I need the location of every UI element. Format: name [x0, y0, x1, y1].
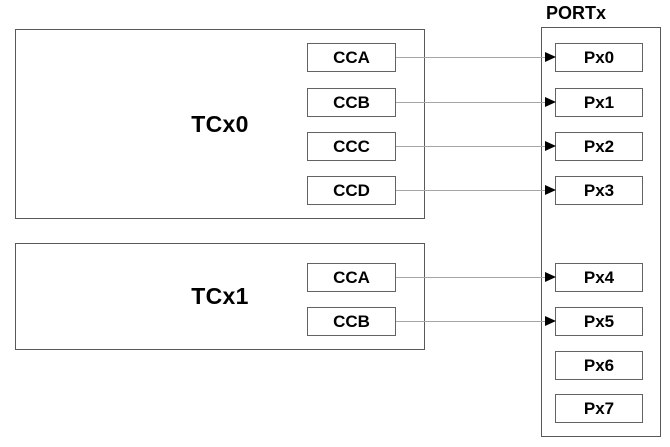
arrowhead-px1-icon	[545, 97, 556, 107]
channel-tcx0-cca: CCA	[307, 43, 396, 72]
channel-tcx1-cca: CCA	[307, 263, 396, 292]
wire-tcx0-ccb-to-px1	[396, 101, 546, 104]
wire-tcx1-cca-to-px4	[396, 276, 546, 279]
arrowhead-px0-icon	[545, 52, 556, 62]
arrowhead-px2-icon	[545, 141, 556, 151]
pin-px1: Px1	[555, 88, 643, 117]
pin-px7: Px7	[555, 394, 643, 423]
arrowhead-px3-icon	[545, 185, 556, 195]
pin-px2: Px2	[555, 132, 643, 161]
channel-tcx0-ccd: CCD	[307, 176, 396, 205]
arrowhead-px4-icon	[545, 272, 556, 282]
arrowhead-px5-icon	[545, 316, 556, 326]
port-title: PORTx	[546, 3, 607, 23]
wire-tcx0-ccc-to-px2	[396, 145, 546, 148]
channel-tcx1-ccb: CCB	[307, 307, 396, 336]
pin-px5: Px5	[555, 307, 643, 336]
block-tcx0-label: TCx0	[191, 110, 249, 137]
wire-tcx1-ccb-to-px5	[396, 320, 546, 323]
channel-tcx0-ccc: CCC	[307, 132, 396, 161]
pin-px4: Px4	[555, 263, 643, 292]
wire-tcx0-cca-to-px0	[396, 56, 546, 59]
pin-px0: Px0	[555, 43, 643, 72]
block-tcx1-label: TCx1	[191, 283, 249, 309]
pin-px3: Px3	[555, 176, 643, 205]
block-portx	[541, 27, 661, 437]
channel-tcx0-ccb: CCB	[307, 88, 396, 117]
wire-tcx0-ccd-to-px3	[396, 189, 546, 192]
pin-px6: Px6	[555, 351, 643, 380]
